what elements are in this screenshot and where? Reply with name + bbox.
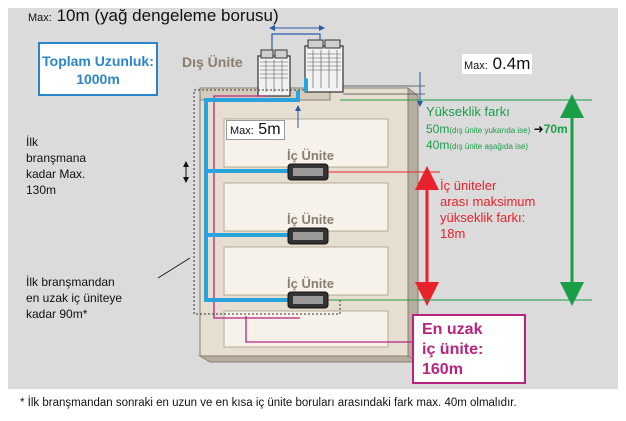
farthest-from-branch-text: İlk branşmandan en uzak iç üniteye kadar…: [26, 274, 122, 322]
farthest-unit-line: En uzak: [422, 321, 483, 338]
indoor-height-text: İç üniteler arası maksimum yükseklik far…: [440, 178, 535, 242]
height-diff-line1-result: 70m: [543, 122, 568, 136]
height-difference-dimension: [330, 94, 592, 306]
height-diff-line2-value: 40m: [426, 138, 450, 152]
first-branch-line: branşmana: [26, 151, 87, 165]
height-diff-line1-value: 50m: [426, 122, 450, 136]
oil-balance-label: Max: 10m (yağ dengeleme borusu): [28, 6, 279, 26]
farthest-unit-line: iç ünite:: [422, 341, 484, 358]
farthest-pipe-route: [213, 95, 430, 343]
oil-balance-pipe: [269, 25, 325, 50]
first-branch-line: kadar Max.: [26, 167, 86, 181]
outdoor-unit-right: [304, 39, 344, 93]
indoor-unit-2: [287, 227, 329, 245]
farthest-unit-box: En uzak iç ünite: 160m: [412, 314, 526, 384]
indoor-height-line: 18m: [440, 226, 466, 241]
branch-spacing-value: 5m: [258, 121, 281, 138]
height-diff-line1-note: (dış ünite yukarıda ise): [449, 126, 531, 135]
indoor-height-line: arası maksimum: [440, 194, 536, 209]
indoor-unit-3: [287, 291, 329, 309]
height-diff-title: Yükseklik farkı: [426, 104, 510, 119]
branch-spacing-label: Max: 5m: [226, 120, 285, 140]
gap-prefix: Max:: [464, 60, 488, 72]
indoor-height-line: İç üniteler: [440, 178, 497, 193]
outdoor-unit-left: [257, 49, 291, 97]
refrigerant-pipes: [204, 78, 308, 302]
total-length-value: 1000m: [76, 71, 120, 87]
total-length-title: Toplam Uzunluk:: [42, 53, 154, 69]
first-branch-line: İlk: [26, 135, 38, 149]
farthest-from-branch-line: İlk branşmandan: [26, 275, 115, 289]
first-branch-text: İlk branşmana kadar Max. 130m: [26, 134, 86, 198]
gap-value: 0.4m: [492, 54, 531, 73]
total-length-box: Toplam Uzunluk: 1000m: [38, 42, 158, 96]
indoor-unit-label-3: İç Ünite: [287, 276, 334, 291]
piping-boundary: [193, 89, 341, 315]
oil-balance-prefix: Max:: [28, 12, 52, 24]
gap-dimension: [343, 72, 425, 107]
indoor-height-line: yükseklik farkı:: [440, 210, 526, 225]
indoor-unit-1: [287, 163, 329, 181]
farthest-from-branch-line: kadar 90m*: [26, 307, 88, 321]
height-diff-line2: 40m(dış ünite aşağıda ise): [426, 138, 568, 152]
first-branch-line: 130m: [26, 183, 57, 197]
gap-label: Max: 0.4m: [462, 54, 533, 74]
height-diff-line1: 50m(dış ünite yukarıda ise) ➜70m: [426, 122, 568, 136]
leader-line: [157, 257, 191, 279]
oil-balance-value: 10m (yağ dengeleme borusu): [56, 6, 279, 25]
farthest-from-branch-line: en uzak iç üniteye: [26, 291, 123, 305]
branch-spacing-prefix: Max:: [230, 125, 254, 137]
arrow-right-icon: ➜: [533, 122, 544, 136]
indoor-unit-label-2: İç Ünite: [287, 212, 334, 227]
height-diff-line2-note: (dış ünite aşağıda ise): [449, 142, 529, 151]
height-diff-block: Yükseklik farkı 50m(dış ünite yukarıda i…: [426, 104, 568, 152]
indoor-unit-label-1: İç Ünite: [287, 148, 334, 163]
outdoor-unit-label: Dış Ünite: [182, 54, 243, 70]
footnote: * İlk branşmandan sonraki en uzun ve en …: [20, 397, 517, 409]
farthest-unit-line: 160m: [422, 361, 463, 378]
